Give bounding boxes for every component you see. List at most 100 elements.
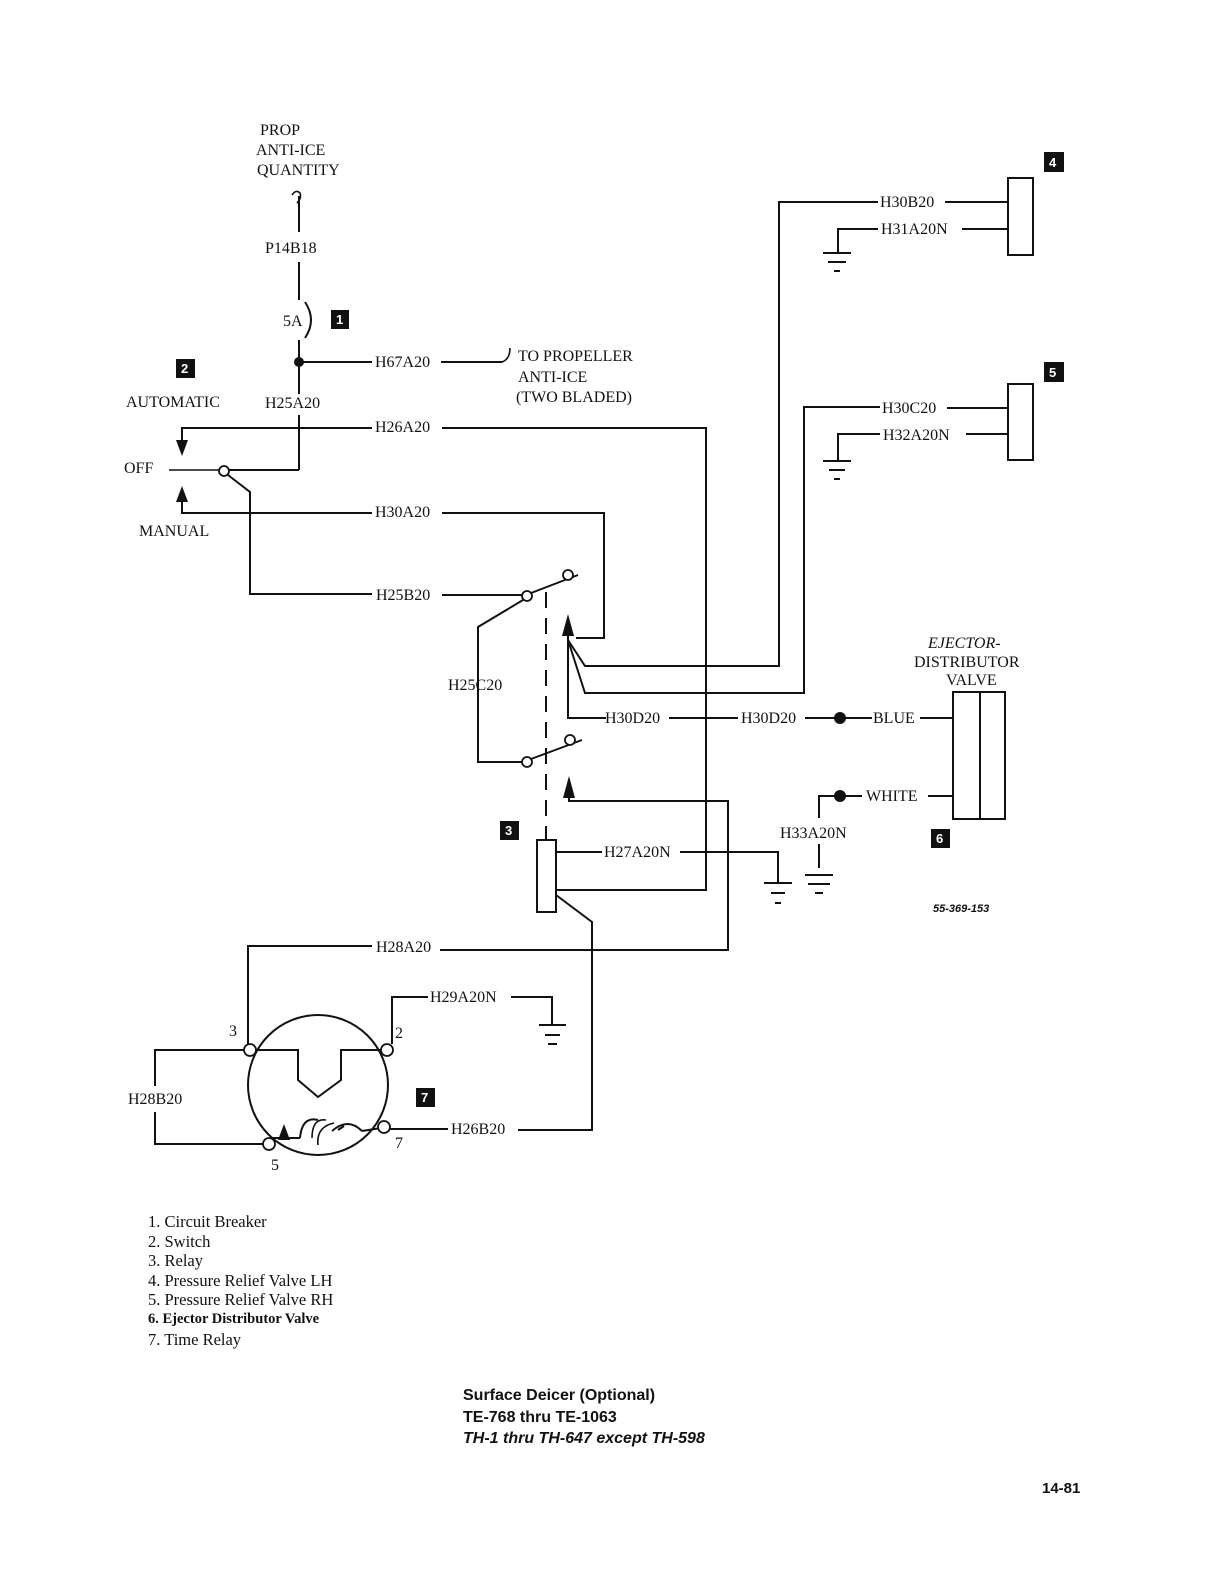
legend-item: 6. Ejector Distributor Valve: [148, 1310, 320, 1327]
ground-icon: [764, 882, 792, 904]
wire-label-h33a20n: H33A20N: [780, 825, 847, 842]
switch-position-manual: MANUAL: [139, 523, 209, 540]
circuit-breaker-symbol: [304, 301, 312, 339]
caption-serials-th: TH-1 thru TH-647 except TH-598: [463, 1430, 705, 1447]
callout-7: [416, 1088, 435, 1107]
wire-label-h30d20-a: H30D20: [605, 710, 660, 727]
wire-segment: [567, 201, 878, 667]
wire-segment: [818, 795, 862, 818]
wire-label-h32a20n: H32A20N: [883, 427, 950, 444]
wire-segment: [837, 433, 880, 460]
valve-title: EJECTOR- DISTRIBUTOR VALVE: [914, 635, 1020, 689]
time-relay-body: [247, 1014, 389, 1156]
wire-label-p14b18: P14B18: [265, 240, 317, 257]
figure-number: 55-369-153: [933, 903, 989, 915]
contact-arrow-lower: [563, 776, 575, 798]
diagram-label: ANTI-ICE: [518, 369, 587, 386]
legend-item: 3. Relay: [148, 1251, 203, 1271]
breaker-rating: 5A: [283, 313, 303, 330]
diagram-label: 4: [1049, 155, 1057, 170]
diagram-label: TO PROPELLER: [518, 348, 633, 365]
diagram-label: EJECTOR-: [927, 635, 1001, 652]
connector-dot-blue: [834, 712, 846, 724]
diagram-label: DISTRIBUTOR: [914, 654, 1020, 671]
switch-position-automatic: AUTOMATIC: [126, 394, 220, 411]
legend-item: 4. Pressure Relief Valve LH: [148, 1270, 333, 1290]
legend-item: 1. Circuit Breaker: [148, 1212, 267, 1231]
wire-segment: [181, 502, 372, 514]
wire-segment: [254, 1049, 383, 1099]
wire-label-h30a20: H30A20: [375, 504, 430, 521]
callout-4: [1044, 152, 1064, 172]
arrow-up-icon: [176, 486, 188, 502]
wire-label-h31a20n: H31A20N: [881, 221, 948, 238]
wire-segment: [391, 996, 428, 1044]
connector-dot-white: [834, 790, 846, 802]
wire-segment: [440, 798, 729, 951]
relay-contact-lower: [521, 756, 533, 768]
propeller-note: TO PROPELLER ANTI-ICE (TWO BLADED): [516, 348, 633, 406]
wire-segment: [564, 734, 576, 746]
time-relay-pin-3: [243, 1043, 257, 1057]
wire-segment: [272, 1118, 382, 1139]
wire-label-blue: BLUE: [873, 710, 915, 727]
wire-segment: [501, 347, 511, 363]
arrow-up-icon: [278, 1124, 290, 1140]
time-relay-pin-5: [262, 1137, 276, 1151]
ground-icon: [823, 252, 851, 272]
arrow-down-icon: [176, 440, 188, 456]
caption-serials-te: TE-768 thru TE-1063: [463, 1408, 617, 1426]
source-label: PROP ANTI-ICE QUANTITY: [256, 122, 340, 179]
wire-label-h28b20: H28B20: [128, 1091, 182, 1108]
legend-item: 5. Pressure Relief Valve RH: [148, 1290, 334, 1310]
diagram-label: 7: [421, 1090, 428, 1105]
ground-icon: [823, 460, 851, 480]
wire-label-h29a20n: H29A20N: [430, 989, 497, 1006]
wire-segment: [442, 512, 605, 639]
wire-segment: [442, 427, 707, 891]
relay-body: [536, 839, 557, 913]
wire-label-h25a20: H25A20: [265, 395, 320, 412]
wire-segment: [680, 851, 779, 882]
caption-title: Surface Deicer (Optional): [463, 1387, 656, 1404]
wire-segment: [247, 945, 372, 1044]
wire-segment: [562, 569, 574, 581]
wire-label-h67a20: H67A20: [375, 354, 430, 371]
callout-1: [331, 310, 349, 329]
wire-segment: [567, 636, 606, 719]
wire-segment: [837, 228, 878, 252]
wire-segment: [154, 1049, 244, 1086]
wire-segment: [511, 996, 553, 1024]
diagram-label: ANTI-ICE: [256, 142, 325, 159]
wire-segment: [154, 1112, 263, 1145]
wire-label-h27a20n: H27A20N: [604, 844, 671, 861]
contact-arrow-upper: [562, 614, 574, 636]
ground-icon: [539, 1024, 566, 1045]
wire-segment: [567, 406, 880, 694]
diagram-label: QUANTITY: [257, 162, 340, 179]
legend-item: 2. Switch: [148, 1231, 211, 1251]
ground-icon: [805, 874, 833, 894]
wire-segment: [477, 599, 524, 763]
wire-label-h26b20: H26B20: [451, 1121, 505, 1138]
diagram-label: 7: [395, 1135, 403, 1152]
legend: 1. Circuit Breaker 2. Switch 3. Relay 4.…: [148, 1212, 333, 1349]
figure-caption: Surface Deicer (Optional) TE-768 thru TE…: [463, 1385, 705, 1450]
wire-segment: [227, 474, 372, 595]
legend-item: 7. Time Relay: [148, 1329, 242, 1349]
wire-label-h30c20: H30C20: [882, 400, 936, 417]
diagram-label: 2: [395, 1025, 403, 1042]
wire-label-h30d20-b: H30D20: [741, 710, 796, 727]
diagram-label: 3: [229, 1023, 237, 1040]
pressure-relief-valve-rh: [1007, 383, 1034, 461]
time-relay-pin-2: [380, 1043, 394, 1057]
diagram-label: 1: [336, 312, 343, 327]
callout-5: [1044, 362, 1064, 382]
wire-segment: [311, 1119, 335, 1146]
pressure-relief-valve-lh: [1007, 177, 1034, 256]
wire-label-h26a20: H26A20: [375, 419, 430, 436]
diagram-label: (TWO BLADED): [516, 389, 632, 406]
wire-label-h25c20: H25C20: [448, 677, 502, 694]
relay-contact-upper: [521, 590, 533, 602]
